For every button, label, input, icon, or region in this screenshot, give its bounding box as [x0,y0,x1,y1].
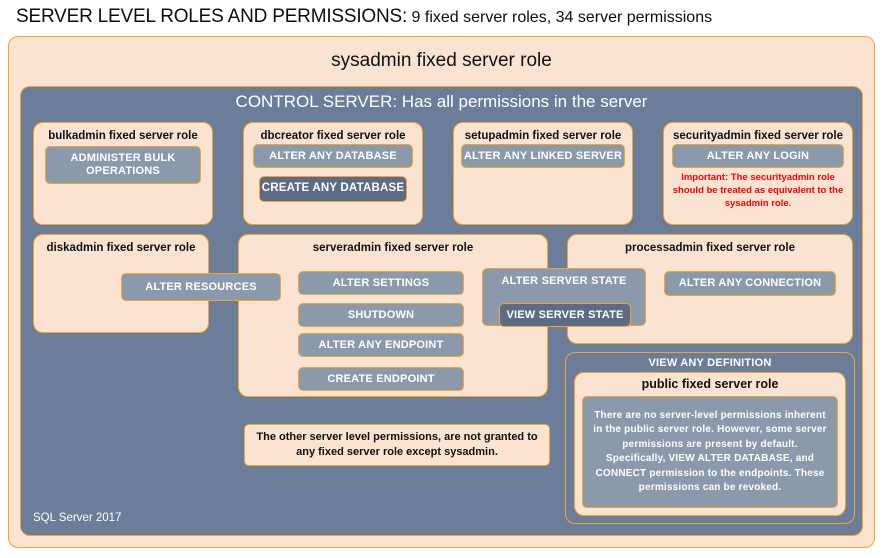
permission-alter-any-endpoint: ALTER ANY ENDPOINT [298,333,464,357]
product-version-label: SQL Server 2017 [33,512,122,524]
diskadmin-role-label: diskadmin fixed server role [46,242,196,254]
permission-view-any-definition-label: VIEW ANY DEFINITION [648,357,772,369]
page-title-subtitle: 9 fixed server roles, 34 server permissi… [407,9,713,26]
dbcreator-role-label: dbcreator fixed server role [260,130,406,142]
securityadmin-warning-note: Important: The securityadmin role should… [672,172,844,209]
bulkadmin-role-label: bulkadmin fixed server role [48,130,198,142]
permission-alter-settings: ALTER SETTINGS [298,271,464,295]
permission-alter-any-login: ALTER ANY LOGIN [672,144,844,168]
setupadmin-role-label: setupadmin fixed server role [464,130,622,142]
page-title-main: SERVER LEVEL ROLES AND PERMISSIONS: [16,6,408,27]
dbcreator-role-box: dbcreator fixed server role [243,122,423,225]
securityadmin-role-box: securityadmin fixed server role [663,122,853,225]
page-title: SERVER LEVEL ROLES AND PERMISSIONS: 9 fi… [16,6,876,32]
permission-alter-any-connection: ALTER ANY CONNECTION [664,271,836,296]
permission-view-server-state: VIEW SERVER STATE [499,303,631,327]
permission-administer-bulk-operations: ADMINISTER BULK OPERATIONS [45,146,201,184]
permission-alter-server-state-label: ALTER SERVER STATE [501,275,627,287]
control-server-label: CONTROL SERVER: Has all permissions in t… [235,92,648,111]
sysadmin-role-label: sysadmin fixed server role [331,50,552,71]
processadmin-role-label: processadmin fixed server role [624,242,796,254]
permission-create-any-database: CREATE ANY DATABASE [259,176,407,202]
public-role-label: public fixed server role [641,377,779,391]
setupadmin-role-box: setupadmin fixed server role [453,122,633,225]
other-permissions-note: The other server level permissions, are … [244,424,550,466]
securityadmin-role-label: securityadmin fixed server role [672,130,844,142]
permission-alter-resources: ALTER RESOURCES [121,273,281,301]
permission-alter-any-database: ALTER ANY DATABASE [253,144,413,168]
permission-shutdown: SHUTDOWN [298,303,464,327]
permission-create-endpoint: CREATE ENDPOINT [298,367,464,391]
serveradmin-role-label: serveradmin fixed server role [312,242,474,254]
public-role-note: There are no server-level permissions in… [582,396,838,508]
permission-alter-any-linked-server: ALTER ANY LINKED SERVER [461,144,625,168]
